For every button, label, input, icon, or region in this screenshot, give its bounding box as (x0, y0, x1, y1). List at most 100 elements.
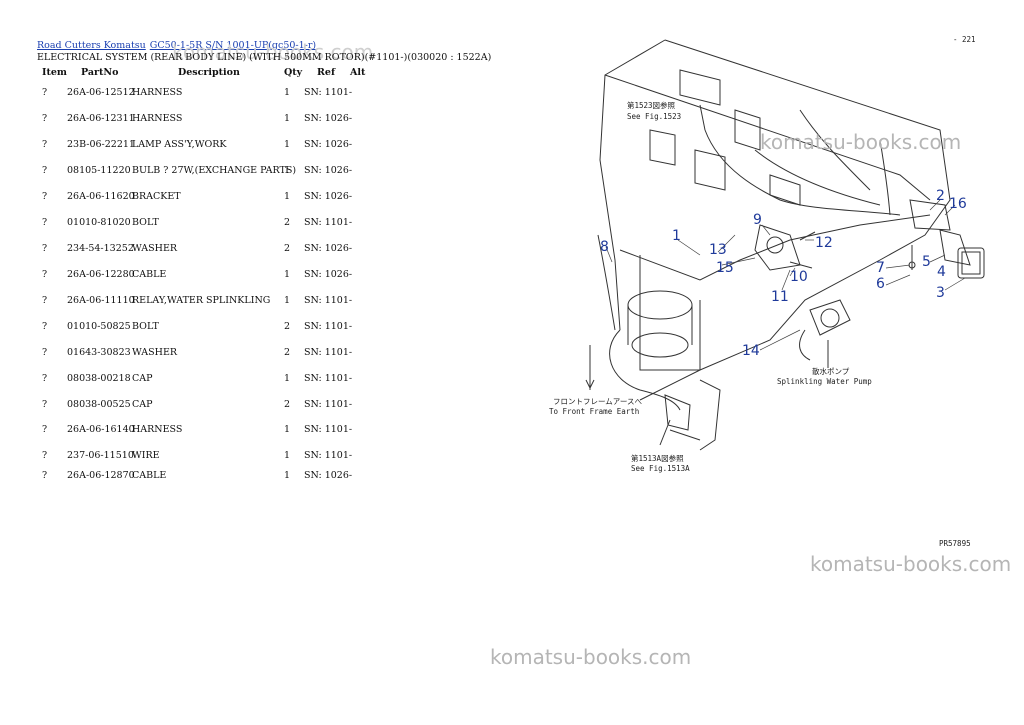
caption-front-earth-en: To Front Frame Earth (549, 407, 639, 416)
watermark-title: komatsu-books.com (172, 40, 374, 64)
cell-item: ? (42, 424, 48, 435)
cell-partno: 08038-00525 (67, 399, 131, 410)
cell-item: ? (42, 139, 48, 150)
cell-ref: SN: 1026- (304, 191, 353, 202)
cell-qty: 1 (284, 269, 291, 280)
cell-ref: SN: 1101- (304, 217, 353, 228)
cell-item: ? (42, 87, 48, 98)
cell-description: BOLT (132, 217, 159, 228)
cell-ref: SN: 1101- (304, 450, 353, 461)
cell-partno: 234-54-13252 (67, 243, 134, 254)
cell-partno: 26A-06-11110 (67, 295, 135, 306)
cell-partno: 26A-06-12870 (67, 470, 135, 481)
col-header-qty: Qty (284, 67, 303, 78)
cell-ref: SN: 1101- (304, 399, 353, 410)
breadcrumb-link-category[interactable]: Road Cutters Komatsu (37, 40, 146, 51)
callout-10: 10 (790, 269, 808, 285)
watermark-right: komatsu-books.com (810, 552, 1012, 576)
cell-partno: 237-06-11510 (67, 450, 134, 461)
col-header-ref: Ref (317, 67, 336, 78)
caption-front-earth-jp: フロントフレームアースへ (553, 397, 642, 406)
cell-ref: SN: 1101- (304, 87, 353, 98)
cell-ref: SN: 1101- (304, 424, 353, 435)
cell-item: ? (42, 191, 48, 202)
cell-description: LAMP ASS'Y,WORK (132, 139, 227, 150)
cell-partno: 01643-30823 (67, 347, 131, 358)
cell-ref: SN: 1101- (304, 373, 353, 384)
cell-qty: 1 (284, 139, 291, 150)
cell-description: CABLE (132, 269, 167, 280)
callout-15: 15 (716, 260, 734, 276)
caption-pump-en: Splinkling Water Pump (777, 377, 872, 386)
cell-description: BRACKET (132, 191, 181, 202)
cell-item: ? (42, 269, 48, 280)
callout-13: 13 (709, 242, 727, 258)
leader-lines (605, 199, 966, 351)
cell-qty: 1 (284, 87, 291, 98)
cell-description: HARNESS (132, 113, 183, 124)
cell-qty: 1 (284, 424, 291, 435)
col-header-alt: Alt (350, 67, 366, 78)
cell-ref: SN: 1026- (304, 139, 353, 150)
cell-qty: 1 (284, 295, 291, 306)
cell-item: ? (42, 470, 48, 481)
cell-item: ? (42, 450, 48, 461)
cell-description: CAP (132, 373, 153, 384)
cell-description: HARNESS (132, 87, 183, 98)
cell-qty: 1 (284, 113, 291, 124)
cell-partno: 26A-06-12311 (67, 113, 135, 124)
cell-qty: 1 (284, 470, 291, 481)
cell-partno: 01010-81020 (67, 217, 131, 228)
caption-fig1523-jp: 第1523図参照 (627, 100, 676, 110)
cell-item: ? (42, 217, 48, 228)
cell-partno: 23B-06-22211 (67, 139, 135, 150)
cell-ref: SN: 1026- (304, 243, 353, 254)
cell-description: CABLE (132, 470, 167, 481)
cell-qty: 2 (284, 321, 291, 332)
cell-description: BULB ? 27W,(EXCHANGE PARTS) (132, 165, 297, 176)
callout-9: 9 (753, 212, 762, 228)
cell-ref: SN: 1026- (304, 113, 353, 124)
cell-description: WIRE (132, 450, 160, 461)
cell-item: ? (42, 295, 48, 306)
callout-12: 12 (815, 235, 833, 251)
cell-item: ? (42, 399, 48, 410)
cell-item: ? (42, 347, 48, 358)
cell-partno: 26A-06-16140 (67, 424, 135, 435)
callout-7: 7 (876, 260, 885, 276)
cell-ref: SN: 1026- (304, 470, 353, 481)
breadcrumb-link-model[interactable]: GC50-1-5R S/N 1001-UP(gc50-1-r) (149, 40, 317, 51)
cell-ref: SN: 1101- (304, 295, 353, 306)
cell-description: HARNESS (132, 424, 183, 435)
cell-qty: 1 (284, 165, 291, 176)
cell-item: ? (42, 373, 48, 384)
callout-3: 3 (936, 285, 945, 301)
cell-partno: 08105-11220 (67, 165, 131, 176)
callout-11: 11 (771, 289, 789, 305)
callout-1: 1 (672, 228, 681, 244)
diagram-linework (585, 39, 985, 451)
cell-item: ? (42, 321, 48, 332)
cell-description: WASHER (132, 347, 178, 358)
cell-partno: 26A-06-11620 (67, 191, 135, 202)
page-title: ELECTRICAL SYSTEM (REAR BODY LINE) (WITH… (37, 52, 492, 63)
cell-description: CAP (132, 399, 153, 410)
cell-qty: 2 (284, 217, 291, 228)
caption-fig1513a-en: See Fig.1513A (631, 464, 690, 473)
cell-ref: SN: 1026- (304, 269, 353, 280)
callout-5: 5 (922, 254, 931, 270)
col-header-description: Description (178, 67, 240, 78)
watermark-diagram: komatsu-books.com (760, 130, 962, 154)
cell-description: RELAY,WATER SPLINKLING (132, 295, 271, 306)
